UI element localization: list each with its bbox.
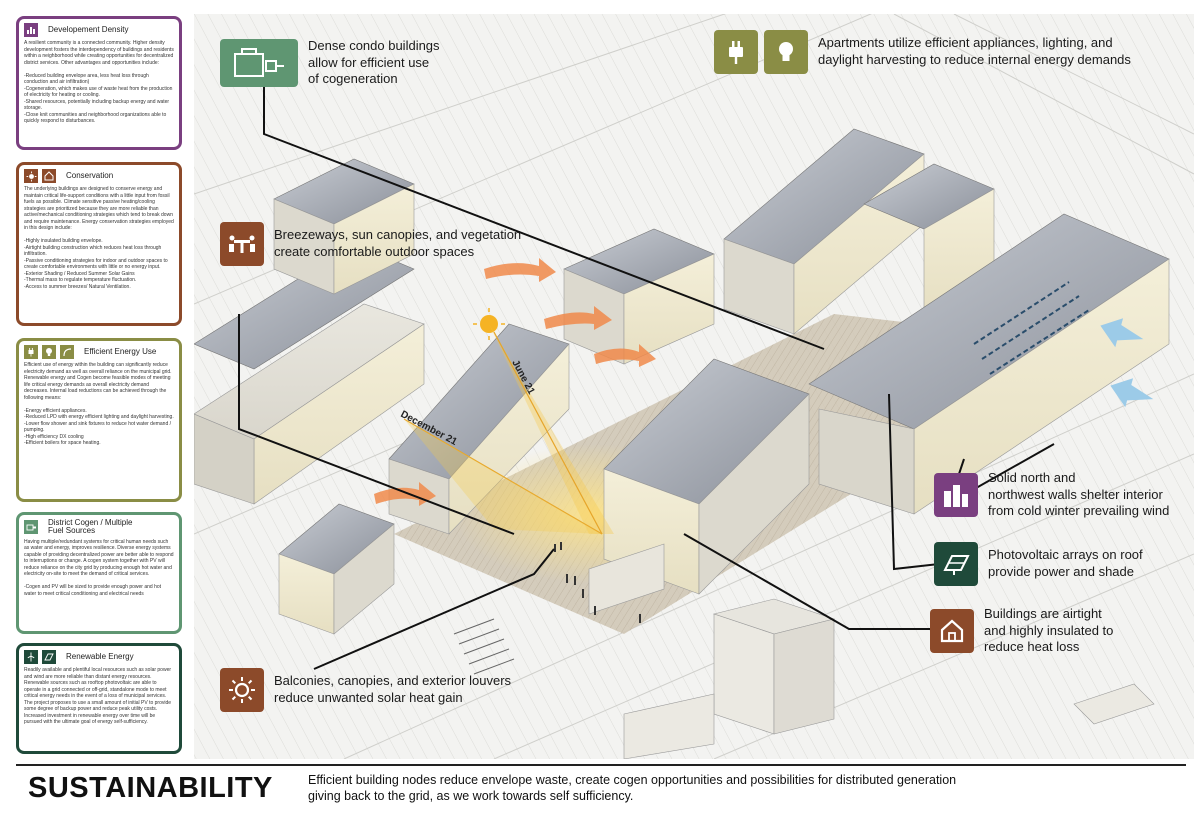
panel-title: Developement Density bbox=[48, 24, 129, 34]
sun-icon bbox=[24, 169, 38, 183]
callout-breezeways: Breezeways, sun canopies, and vegetation… bbox=[220, 222, 521, 266]
generator-icon bbox=[24, 520, 38, 535]
solar-panel-icon bbox=[42, 650, 56, 664]
page-description: Efficient building nodes reduce envelope… bbox=[308, 773, 957, 803]
house-icon bbox=[930, 608, 974, 653]
building-center-north bbox=[563, 228, 715, 365]
buildings-icon bbox=[934, 472, 978, 517]
panel-title: Renewable Energy bbox=[66, 651, 134, 661]
wind-turbine-icon bbox=[24, 650, 38, 664]
callout-north-walls-text: Solid north and northwest walls shelter … bbox=[988, 470, 1170, 519]
light-bulb-icon bbox=[764, 30, 808, 74]
building-center-south bbox=[588, 358, 810, 615]
panel-efficient-energy-use: Efficient Energy Use Efficient use of en… bbox=[16, 338, 182, 502]
callout-pv: Photovoltaic arrays on roof provide powe… bbox=[934, 542, 1143, 586]
building-northwest-tower bbox=[273, 158, 415, 295]
panel-body: The underlying buildings are designed to… bbox=[24, 186, 174, 290]
footer: SUSTAINABILITY Efficient building nodes … bbox=[16, 764, 1186, 808]
panel-body: A resilient community is a connected com… bbox=[24, 40, 174, 124]
callout-airtight: Buildings are airtight and highly insula… bbox=[930, 606, 1113, 656]
callout-appliances: Apartments utilize efficient appliances,… bbox=[714, 30, 1131, 74]
callout-pv-text: Photovoltaic arrays on roof provide powe… bbox=[988, 547, 1143, 579]
solar-panel-icon bbox=[934, 542, 978, 586]
sun-diagram bbox=[403, 308, 614, 535]
building-southeast-lowrise bbox=[623, 598, 1155, 759]
page-title: SUSTAINABILITY bbox=[28, 772, 273, 804]
sun-icon bbox=[220, 668, 264, 712]
plug-icon bbox=[714, 30, 758, 74]
panel-title: District Cogen / Multiple Fuel Sources bbox=[48, 518, 133, 536]
people-figures bbox=[554, 542, 641, 623]
panel-conservation: Conservation The underlying buildings ar… bbox=[16, 162, 182, 326]
callout-balconies: Balconies, canopies, and exterior louver… bbox=[220, 668, 511, 712]
house-icon bbox=[42, 169, 56, 183]
callout-breezeways-text: Breezeways, sun canopies, and vegetation… bbox=[274, 227, 522, 259]
daylight-icon bbox=[60, 345, 74, 359]
generator-icon bbox=[220, 38, 298, 87]
callout-north-walls: Solid north and northwest walls shelter … bbox=[934, 470, 1169, 520]
panel-title: Conservation bbox=[66, 170, 114, 180]
panel-body: Having multiple/redundant systems for cr… bbox=[24, 538, 174, 597]
breeze-arrows bbox=[374, 258, 656, 506]
bar-chart-icon bbox=[24, 23, 38, 37]
panel-body: Efficient use of energy within the build… bbox=[24, 362, 174, 446]
plug-icon bbox=[24, 345, 38, 359]
callout-cogeneration-text: Dense condo buildings allow for efficien… bbox=[308, 38, 440, 87]
building-southwest bbox=[278, 503, 395, 635]
callout-appliances-text: Apartments utilize efficient appliances,… bbox=[818, 35, 1131, 67]
winter-wind-arrows bbox=[1100, 318, 1154, 408]
sun-icon bbox=[480, 315, 498, 333]
panel-development-density: Developement Density A resilient communi… bbox=[16, 16, 182, 150]
panel-renewable-energy: Renewable Energy Readily available and p… bbox=[16, 643, 182, 754]
panel-body: Readily available and plentiful local re… bbox=[24, 667, 172, 725]
callout-airtight-text: Buildings are airtight and highly insula… bbox=[984, 606, 1114, 655]
pv-array-lines bbox=[973, 281, 1090, 375]
panel-title: Efficient Energy Use bbox=[84, 346, 157, 356]
callout-balconies-text: Balconies, canopies, and exterior louver… bbox=[274, 673, 512, 705]
isometric-site-diagram: June 21 December 21 bbox=[194, 14, 1194, 759]
plaza-stairs bbox=[453, 618, 515, 675]
callout-cogeneration: Dense condo buildings allow for efficien… bbox=[220, 38, 440, 88]
panel-district-cogen: District Cogen / Multiple Fuel Sources H… bbox=[16, 512, 182, 634]
seating-icon bbox=[220, 222, 264, 266]
light-bulb-icon bbox=[42, 345, 56, 359]
